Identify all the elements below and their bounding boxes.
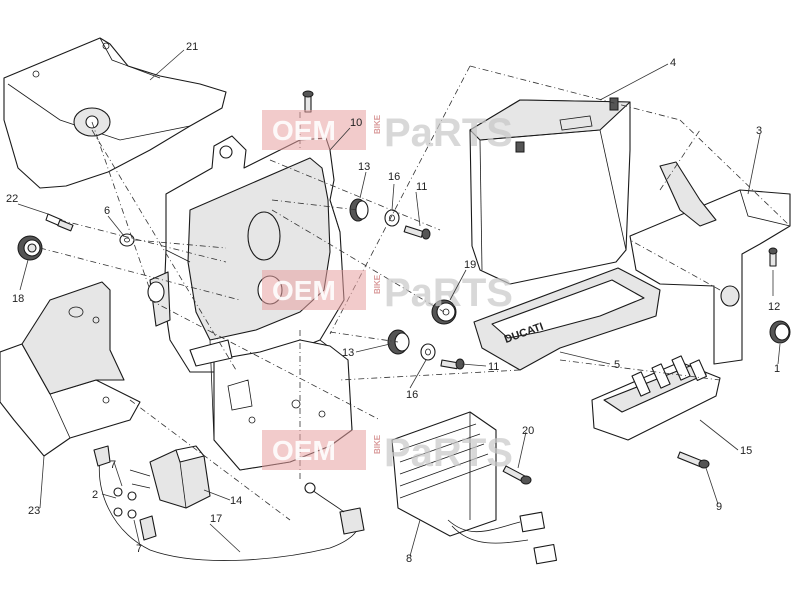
battery-cable-part-17 [93,445,365,561]
label-14: 14 [230,495,242,507]
label-7-lower: 7 [136,543,142,555]
battery-part-4 [469,97,631,285]
rubber-mount-part-13-lower [387,329,410,355]
leader-lines [17,49,781,557]
label-16-upper: 16 [388,171,400,183]
label-5: 5 [614,359,620,371]
label-9: 9 [716,501,722,513]
svg-text:OEM: OEM [272,275,336,306]
bolt-part-11-lower [440,358,465,370]
watermark-top: OEM BIKE PaRTS [262,110,513,155]
svg-text:PaRTS: PaRTS [384,271,513,315]
screw-top-center [302,90,314,113]
label-22: 22 [6,193,18,205]
label-19: 19 [464,259,476,271]
svg-text:PaRTS: PaRTS [384,111,513,155]
fuse-box-part-15 [591,355,721,441]
label-2: 2 [92,489,98,501]
svg-text:BIKE: BIKE [373,274,382,294]
label-16-lower: 16 [406,389,418,401]
washer-part-6 [119,233,135,247]
svg-text:OEM: OEM [272,115,336,146]
label-15: 15 [740,445,752,457]
watermark-middle: OEM BIKE PaRTS [262,270,513,315]
label-13-lower: 13 [342,347,354,359]
svg-text:PaRTS: PaRTS [384,431,513,475]
label-11-upper: 11 [416,181,427,193]
rubber-mount-part-13-upper [349,198,369,222]
label-21: 21 [186,41,198,53]
svg-text:BIKE: BIKE [373,114,382,134]
screw-part-9 [677,451,710,469]
nuts-part-2-7 [113,487,157,541]
battery-tray-part-5: DUCATI [473,267,661,371]
battery-strap-part-3 [629,161,791,365]
part-number-labels: 21 22 6 18 23 10 13 16 11 4 3 19 13 16 1… [6,41,780,565]
label-4: 4 [670,57,676,69]
label-8: 8 [406,553,412,565]
bolt-part-20 [502,465,532,485]
washer-part-16-upper [384,209,400,227]
label-11-lower: 11 [488,361,499,373]
label-18: 18 [12,293,24,305]
screw-part-22 [45,213,74,232]
heat-shield-part-21 [3,37,227,189]
bolt-part-11-upper [403,225,431,240]
label-10: 10 [350,117,362,129]
lower-shield-part-23 [0,281,141,457]
label-23: 23 [28,505,40,517]
label-13-upper: 13 [358,161,370,173]
regulator-part-8 [391,411,558,565]
washer-part-16-lower [420,343,436,361]
gear-grommet-part-18 [17,235,43,261]
label-17: 17 [210,513,222,525]
starter-relay-part-14 [129,445,211,509]
svg-text:OEM: OEM [272,435,336,466]
svg-text:BIKE: BIKE [373,434,382,454]
label-1: 1 [774,363,780,375]
label-20: 20 [522,425,534,437]
label-3: 3 [756,125,762,137]
label-6: 6 [104,205,110,217]
screw-part-12 [768,247,778,267]
watermark-bottom: OEM BIKE PaRTS [262,430,513,475]
grommet-part-1 [769,320,791,344]
label-7-upper: 7 [110,459,116,471]
label-12: 12 [768,301,780,313]
